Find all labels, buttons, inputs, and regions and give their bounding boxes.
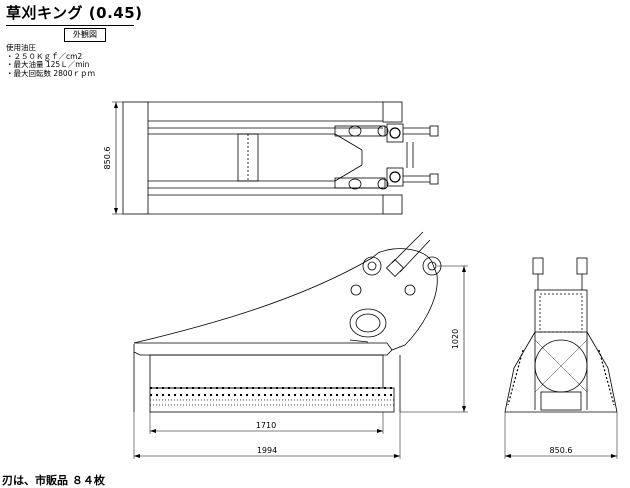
spec-rpm: ・最大回転数 2800ｒｐｍ (6, 68, 95, 78)
dim-side-height: 1020 (451, 329, 460, 349)
side-view (133, 231, 468, 459)
dim-top-width: 850.6 (103, 147, 112, 170)
dim-front-width: 850.6 (550, 446, 573, 455)
hydraulic-specs: 使用油圧 ・２５０Ｋｇｆ／cm2 ・最大油量 125Ｌ／min ・最大回転数 2… (6, 43, 95, 78)
spec-flow: ・最大油量 125Ｌ／min (6, 60, 90, 69)
spec-pressure: ・２５０Ｋｇｆ／cm2 (6, 51, 83, 61)
blade-note: 刃は、市販品 ８４枚 (2, 474, 105, 487)
dim-overall-length: 1994 (257, 446, 277, 455)
view-label: 外観図 (64, 28, 106, 42)
top-view (112, 101, 439, 215)
specs-heading: 使用油圧 (6, 43, 36, 52)
drawing-title: 草刈キング (0.45) (6, 2, 142, 26)
front-view (504, 257, 618, 459)
dim-blade-length: 1710 (256, 421, 276, 430)
